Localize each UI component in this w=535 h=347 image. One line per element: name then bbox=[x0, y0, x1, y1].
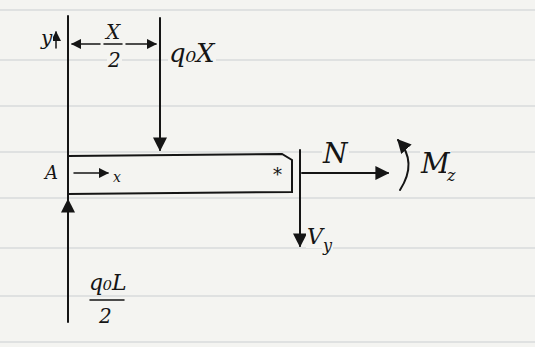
ruled-lines bbox=[0, 10, 535, 342]
subscript: z bbox=[446, 168, 456, 184]
force-label: N bbox=[322, 140, 349, 168]
x-axis-arrow bbox=[74, 172, 108, 174]
axis-label: x bbox=[112, 170, 122, 184]
subscript: y bbox=[322, 238, 333, 254]
load-arrow bbox=[159, 18, 161, 150]
y-axis-arrow bbox=[55, 32, 57, 48]
axis-label: y bbox=[40, 28, 53, 48]
dimension-text: 2 bbox=[107, 50, 122, 70]
fraction-bar bbox=[90, 299, 124, 301]
dimension-arrow bbox=[72, 43, 100, 45]
shear-arrow bbox=[299, 150, 301, 246]
fraction-bar bbox=[104, 43, 122, 45]
point-label: A bbox=[44, 164, 59, 182]
dimension-arrow bbox=[126, 43, 156, 45]
dimension-text: X bbox=[105, 22, 121, 42]
moment-arrow bbox=[398, 140, 409, 190]
reaction-arrow bbox=[67, 200, 69, 322]
normal-arrow bbox=[302, 172, 388, 174]
section-mark: * bbox=[272, 166, 283, 184]
load-label: q₀X bbox=[168, 40, 216, 66]
reaction-label: q₀L bbox=[88, 272, 128, 294]
beam-segment bbox=[68, 154, 292, 194]
reaction-label: 2 bbox=[98, 306, 113, 326]
